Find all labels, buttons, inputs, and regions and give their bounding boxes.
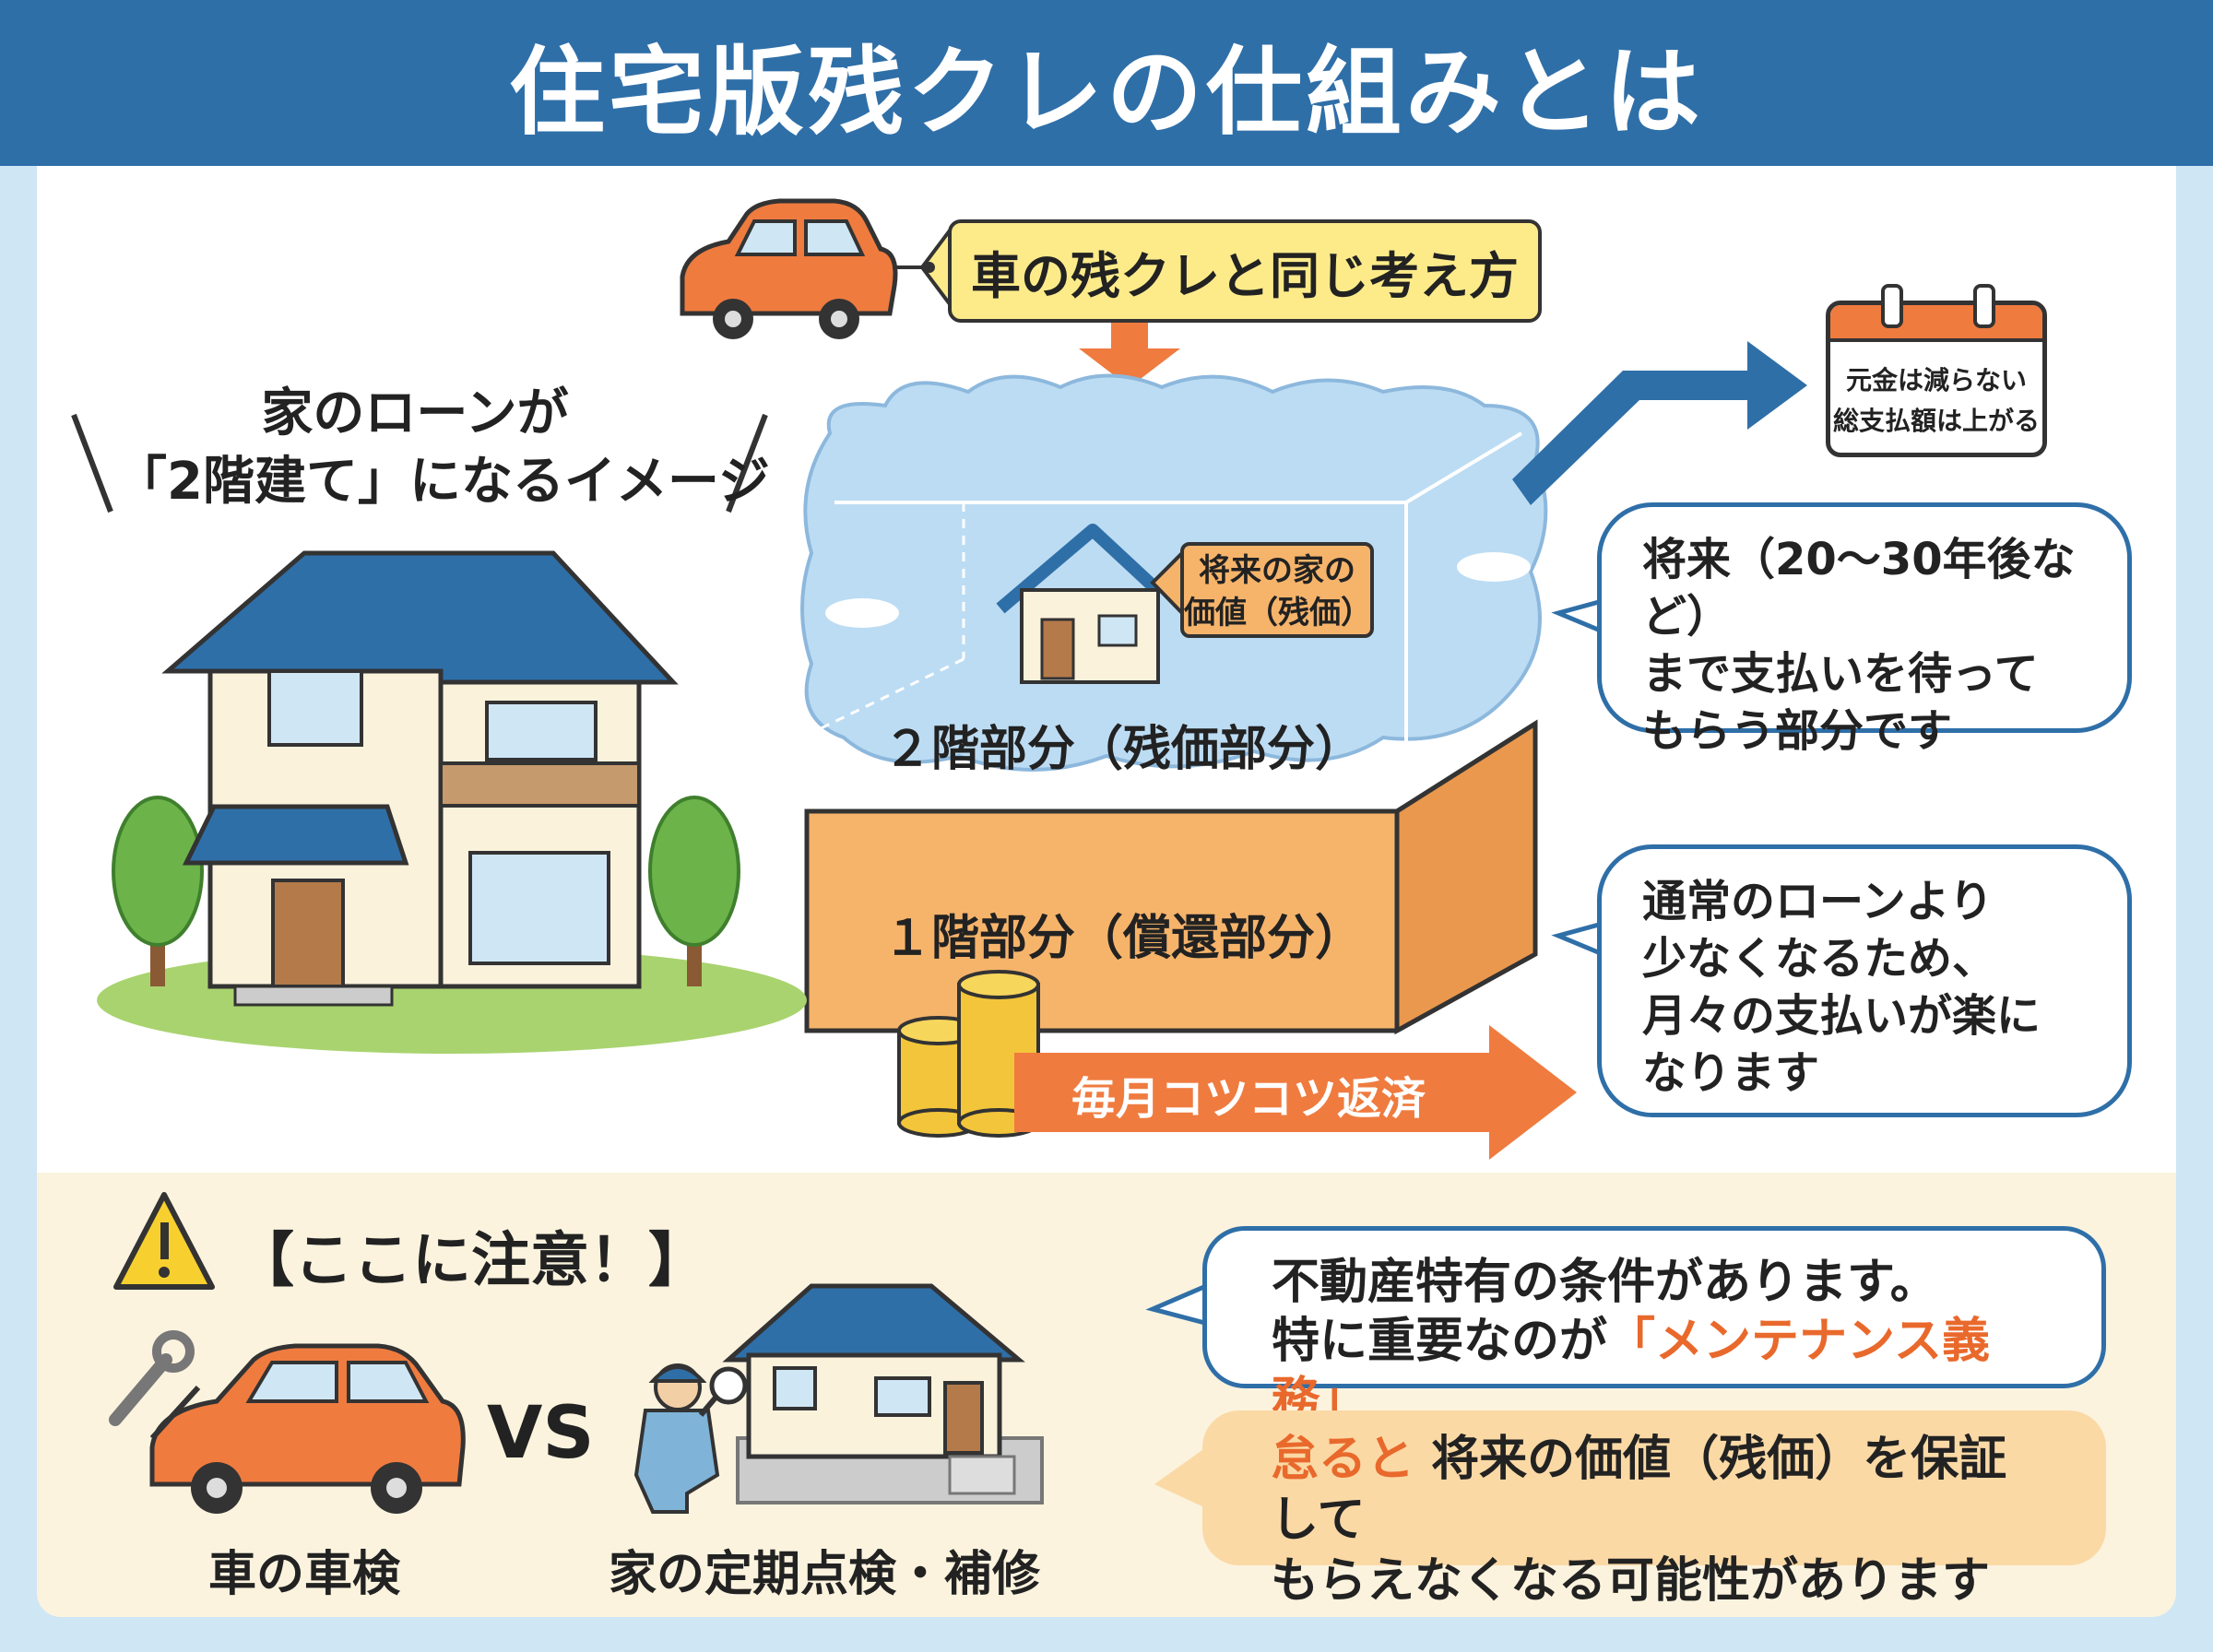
rising-arrow-icon <box>1512 341 1807 505</box>
inspection-house-icon <box>722 1283 1044 1504</box>
calendar-ring-right <box>1973 284 1995 328</box>
header-banner: 住宅版残クレの仕組みとは <box>0 0 2213 166</box>
car-inspection-label: 車の車検 <box>208 1547 401 1602</box>
warning-title: 【ここに注意！】 <box>235 1227 707 1295</box>
calendar-card: 元金は減らない 総支払額は上がる <box>1826 301 2047 457</box>
warning-icon <box>113 1192 215 1290</box>
second-floor-label: ２階部分（残価部分） <box>883 722 1364 777</box>
maintenance-line1: 不動産特有の条件があります。 <box>1272 1255 1938 1310</box>
risk-note-text1: 将来の価値（残価）を保証して <box>1271 1432 2007 1548</box>
house-inspection-label: 家の定期点検・補修 <box>609 1547 1041 1602</box>
repay-arrow-label: 毎月コツコツ返済 <box>1071 1073 1426 1125</box>
maintenance-line2: 特に重要なのが「メンテナンス義務」 <box>1272 1312 2037 1430</box>
first-floor-label: １階部分（償還部分） <box>883 911 1364 966</box>
future-house-icon <box>996 524 1162 684</box>
car-comparison-tag: 車の残クレと同じ考え方 <box>948 219 1542 323</box>
vs-label: VS <box>487 1392 595 1475</box>
house-caption-line1: 家のローンが <box>261 384 569 443</box>
future-value-line2: 価値（残価） <box>1184 595 1372 631</box>
box-first-floor <box>804 719 1538 1035</box>
calendar-line2: 総支払額は上がる <box>1832 406 2040 436</box>
inspection-car-icon <box>149 1343 466 1514</box>
maintenance-bubble: 不動産特有の条件があります。 特に重要なのが「メンテナンス義務」 <box>1202 1226 2106 1428</box>
maintenance-prefix: 特に重要なのが <box>1272 1314 1608 1369</box>
calendar-ring-left <box>1881 284 1903 328</box>
down-arrow-icon <box>1079 315 1180 387</box>
calendar-header <box>1830 305 2042 342</box>
inspector-person-icon <box>633 1363 748 1514</box>
maintenance-duty: 「メンテナンス義務」 <box>1272 1314 1990 1428</box>
car-icon <box>680 198 922 339</box>
page-title: 住宅版残クレの仕組みとは <box>508 35 1704 148</box>
risk-note: 怠ると 将来の価値（残価）を保証して もらえなくなる可能性があります <box>1202 1410 2106 1609</box>
big-house-icon <box>97 550 807 1054</box>
monthly-payment-bubble: 通常のローンより 少なくなるため、 月々の支払いが楽に なります <box>1597 844 2132 1117</box>
house-caption-line2: 「2階建て」になるイメージ <box>115 452 770 512</box>
calendar-line1: 元金は減らない <box>1845 365 2027 395</box>
risk-note-line1: 怠ると 将来の価値（残価）を保証して <box>1271 1429 2038 1551</box>
future-value-tag: 将来の家の 価値（残価） <box>1180 542 1374 638</box>
future-value-line1: 将来の家の <box>1199 552 1355 589</box>
repay-arrow <box>1014 1025 1577 1160</box>
future-payment-bubble: 将来（20～30年後など） まで支払いを待って もらう部分です <box>1597 502 2132 757</box>
risk-note-line2: もらえなくなる可能性があります <box>1271 1553 1991 1609</box>
wrench-icon <box>109 1330 195 1426</box>
house-caption: 家のローンが 「2階建て」になるイメージ <box>115 380 770 516</box>
risk-note-highlight: 怠ると <box>1271 1432 1415 1487</box>
car-comparison-label: 車の残クレと同じ考え方 <box>971 246 1519 305</box>
